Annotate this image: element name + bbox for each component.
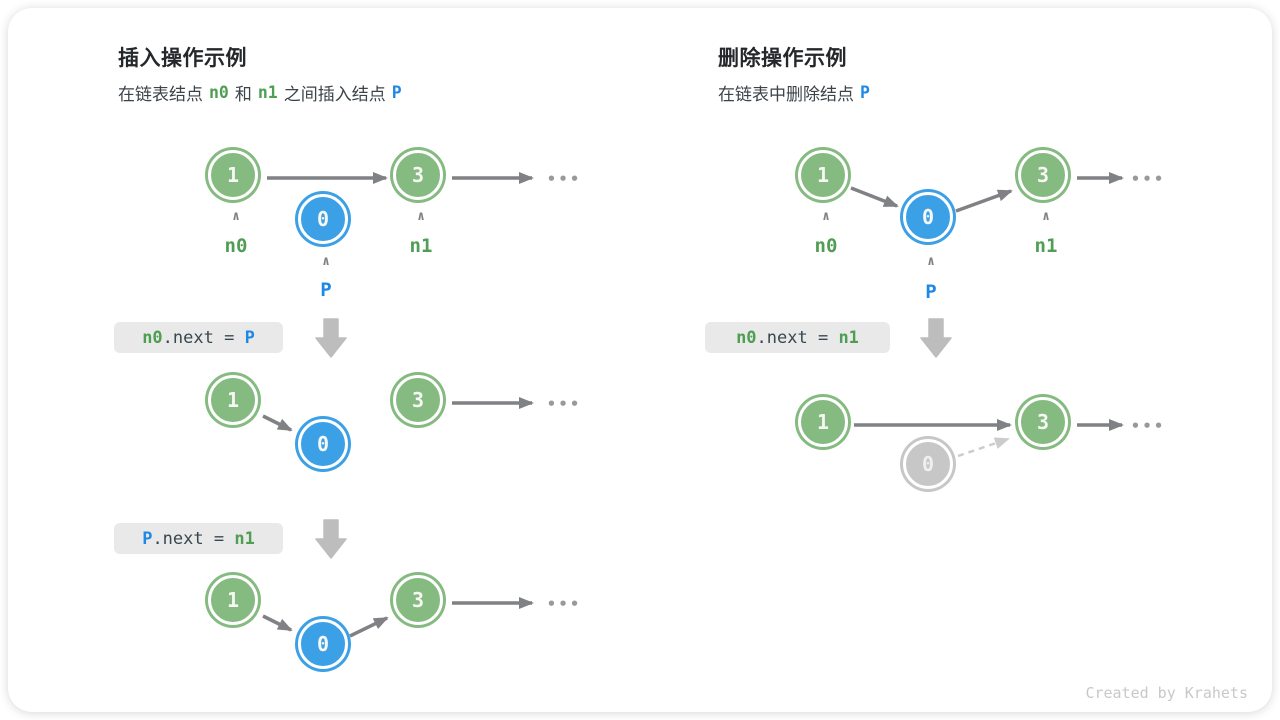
- ellipsis-dots: •••: [1130, 170, 1166, 188]
- list-node-0-p: 0: [903, 192, 953, 242]
- arrow-1-to-0: [262, 614, 293, 632]
- code-token: n0: [736, 327, 757, 348]
- node-ref-n0: n0: [209, 83, 229, 102]
- label-n1: n1: [1034, 235, 1058, 257]
- node-value: 0: [316, 207, 330, 231]
- pointer-caret: ∧: [1042, 209, 1050, 224]
- code-token: .next =: [152, 528, 235, 549]
- dashed-arrow-removed-0-to-3: [957, 437, 1010, 458]
- node-value: 0: [316, 632, 330, 656]
- node-value: 3: [411, 163, 425, 187]
- list-node-3: 3: [393, 150, 443, 200]
- insert-title: 插入操作示例: [118, 47, 247, 70]
- subtitle-text: 和: [234, 85, 252, 104]
- code-n0-next-p: n0.next = P: [114, 322, 283, 353]
- list-node-3: 3: [1018, 150, 1068, 200]
- ellipsis-dots: •••: [546, 170, 582, 188]
- list-node-0-inserted: 0: [298, 419, 348, 469]
- node-ref-p: P: [860, 83, 870, 102]
- node-value: 1: [226, 388, 240, 412]
- list-node-3: 3: [393, 575, 443, 625]
- step-down-arrow: [315, 519, 347, 559]
- credit-text: Created by Krahets: [1085, 684, 1248, 702]
- code-p-next-n1: P.next = n1: [114, 523, 283, 554]
- ellipsis-dots: •••: [546, 595, 582, 613]
- list-node-0-inserted: 0: [298, 194, 348, 244]
- insert-subtitle: 在链表结点 n0 和 n1 之间插入结点 P: [118, 80, 408, 105]
- code-token: n1: [838, 327, 859, 348]
- step-down-arrow: [315, 318, 347, 358]
- arrow-1-to-0: [850, 186, 899, 208]
- arrow-1-to-0: [262, 414, 293, 432]
- list-node-3: 3: [393, 375, 443, 425]
- pointer-caret: ∧: [417, 209, 425, 224]
- delete-title: 删除操作示例: [718, 47, 847, 70]
- code-token: .next =: [756, 327, 839, 348]
- list-node-1: 1: [208, 150, 258, 200]
- list-node-0-removed: 0: [903, 439, 953, 489]
- label-p: P: [925, 281, 937, 303]
- subtitle-text: 在链表中删除结点: [718, 85, 854, 104]
- list-node-1: 1: [208, 575, 258, 625]
- code-token: n1: [234, 528, 255, 549]
- code-token: n0: [142, 327, 163, 348]
- node-ref-n1: n1: [257, 83, 278, 102]
- pointer-caret: ∧: [822, 209, 830, 224]
- step-down-arrow: [920, 318, 952, 358]
- pointer-caret: ∧: [322, 254, 330, 269]
- pointer-caret: ∧: [232, 209, 240, 224]
- node-value: 3: [411, 588, 425, 612]
- label-p: P: [320, 279, 332, 301]
- code-n0-next-n1: n0.next = n1: [705, 322, 890, 353]
- label-n0: n0: [224, 235, 248, 257]
- node-value: 3: [411, 388, 425, 412]
- code-token: P: [244, 327, 255, 348]
- node-value: 1: [226, 588, 240, 612]
- subtitle-text: 在链表结点: [118, 85, 203, 104]
- node-value: 0: [921, 452, 935, 476]
- delete-subtitle: 在链表中删除结点 P: [718, 80, 876, 105]
- arrow-0-to-3: [349, 616, 389, 638]
- pointer-caret: ∧: [927, 254, 935, 269]
- list-node-3: 3: [1018, 397, 1068, 447]
- node-value: 3: [1036, 410, 1050, 434]
- node-value: 1: [226, 163, 240, 187]
- subtitle-text: 之间插入结点: [283, 85, 386, 104]
- code-token: P: [142, 528, 153, 549]
- node-value: 1: [816, 410, 830, 434]
- ellipsis-dots: •••: [1130, 417, 1166, 435]
- list-node-0-inserted: 0: [298, 619, 348, 669]
- ellipsis-dots: •••: [546, 395, 582, 413]
- label-n1: n1: [409, 235, 433, 257]
- node-value: 1: [816, 163, 830, 187]
- code-token: .next =: [162, 327, 245, 348]
- list-node-1: 1: [798, 397, 848, 447]
- list-node-1: 1: [798, 150, 848, 200]
- node-ref-p: P: [391, 83, 402, 102]
- arrow-0-to-3: [955, 189, 1013, 213]
- list-node-1: 1: [208, 375, 258, 425]
- node-value: 0: [921, 205, 935, 229]
- node-value: 0: [316, 432, 330, 456]
- label-n0: n0: [814, 235, 838, 257]
- node-value: 3: [1036, 163, 1050, 187]
